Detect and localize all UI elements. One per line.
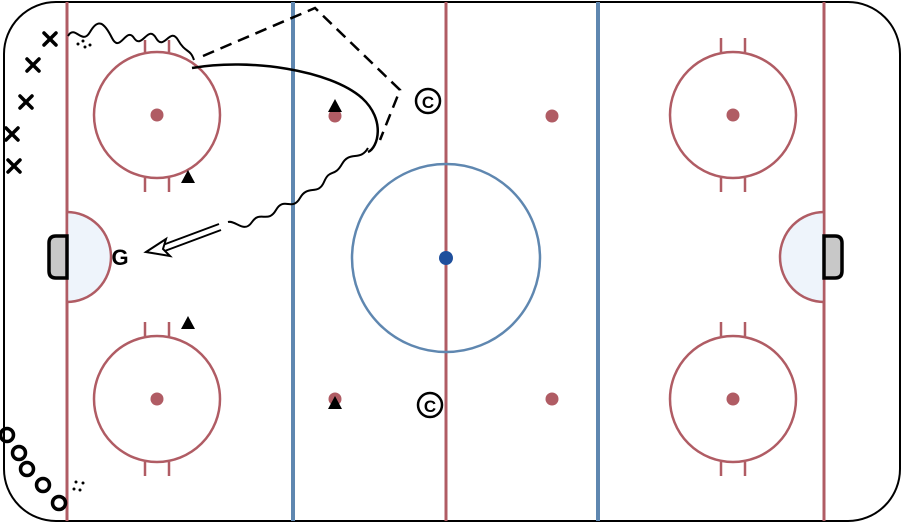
shot-arrow-icon (143, 223, 222, 258)
faceoff-circle-right-top (668, 38, 798, 192)
neutral-dot-top-left (328, 109, 342, 123)
triangle-cone-icon (181, 316, 195, 329)
skate-path-return-wavy (227, 147, 369, 228)
neutral-dot-bottom-right (545, 392, 559, 406)
neutral-dot-top-right (545, 109, 559, 123)
pass-line-dashed (202, 6, 402, 141)
x-player-icon (18, 94, 34, 110)
faceoff-circle-left-top (92, 40, 222, 192)
o-player-icon (0, 426, 16, 444)
x-player-icon (25, 57, 41, 73)
left-goal-crease (65, 210, 113, 304)
right-goal-net (822, 234, 844, 280)
o-player-icon (34, 476, 52, 494)
x-players-group (4, 31, 58, 174)
skate-path-top-wavy (67, 22, 195, 61)
skate-path-curve (191, 63, 379, 154)
x-player-icon (4, 126, 20, 142)
center-faceoff-dot (439, 251, 453, 265)
o-players-group (0, 426, 68, 512)
coach-bottom-label: C (424, 397, 436, 416)
o-player-icon (10, 444, 28, 462)
coach-icon: C (414, 87, 442, 115)
right-goal-crease (778, 210, 826, 304)
o-player-icon (18, 460, 36, 478)
faceoff-circle-right-bottom (668, 322, 798, 476)
coach-top-label: C (422, 93, 434, 112)
x-player-icon (6, 158, 22, 174)
triangle-cone-icon (181, 170, 195, 183)
puck-dots-bottom (72, 480, 85, 492)
puck-dots-top (76, 39, 92, 49)
triangle-cone-icon (328, 396, 342, 409)
coach-icon: C (416, 391, 444, 419)
faceoff-circle-left-bottom (92, 322, 222, 476)
triangle-cone-icon (328, 99, 342, 112)
x-player-icon (42, 31, 58, 47)
o-player-icon (50, 494, 68, 512)
left-goal-net (47, 234, 69, 280)
center-circle (350, 162, 542, 354)
triangle-cones-group (181, 99, 342, 409)
goalie-label: G (111, 245, 128, 270)
